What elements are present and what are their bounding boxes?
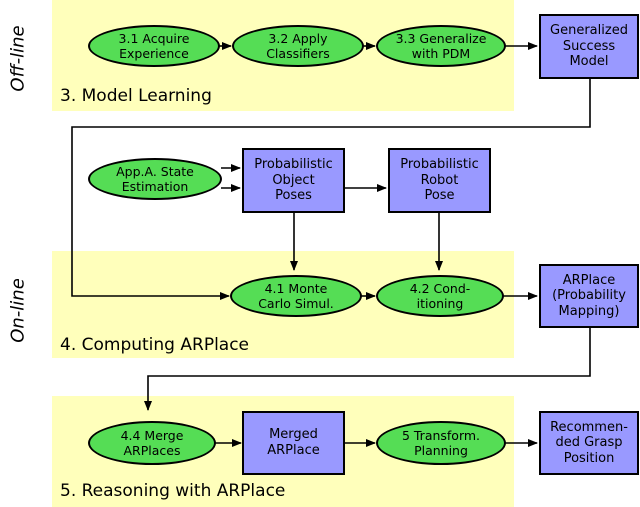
apply-classifiers-node: 3.2 Apply Classifiers (232, 25, 364, 67)
monte-carlo-node: 4.1 Monte Carlo Simul. (230, 275, 362, 317)
reasoning-arplace-title: 5. Reasoning with ARPlace (60, 481, 286, 501)
model-learning-title: 3. Model Learning (60, 86, 212, 106)
transform-planning-node: 5 Transform. Planning (376, 421, 506, 465)
merge-arplaces-node: 4.4 Merge ARPlaces (88, 421, 216, 465)
generalize-pdm-node: 3.3 Generalize with PDM (376, 25, 506, 67)
recommended-grasp-box: Recommen- ded Grasp Position (539, 411, 639, 475)
online-label: On-line (7, 278, 29, 343)
acquire-experience-node: 3.1 Acquire Experience (88, 25, 220, 67)
state-estimation-node: App.A. State Estimation (88, 158, 222, 200)
generalized-success-model-box: Generalized Success Model (539, 14, 639, 79)
merged-arplace-box: Merged ARPlace (242, 411, 345, 475)
probabilistic-robot-pose-box: Probabilistic Robot Pose (388, 148, 491, 213)
computing-arplace-title: 4. Computing ARPlace (60, 335, 250, 355)
offline-label: Off-line (7, 25, 29, 92)
probabilistic-object-poses-box: Probabilistic Object Poses (242, 148, 345, 213)
conditioning-node: 4.2 Cond- itioning (376, 275, 504, 317)
arplace-mapping-box: ARPlace (Probability Mapping) (539, 264, 639, 328)
